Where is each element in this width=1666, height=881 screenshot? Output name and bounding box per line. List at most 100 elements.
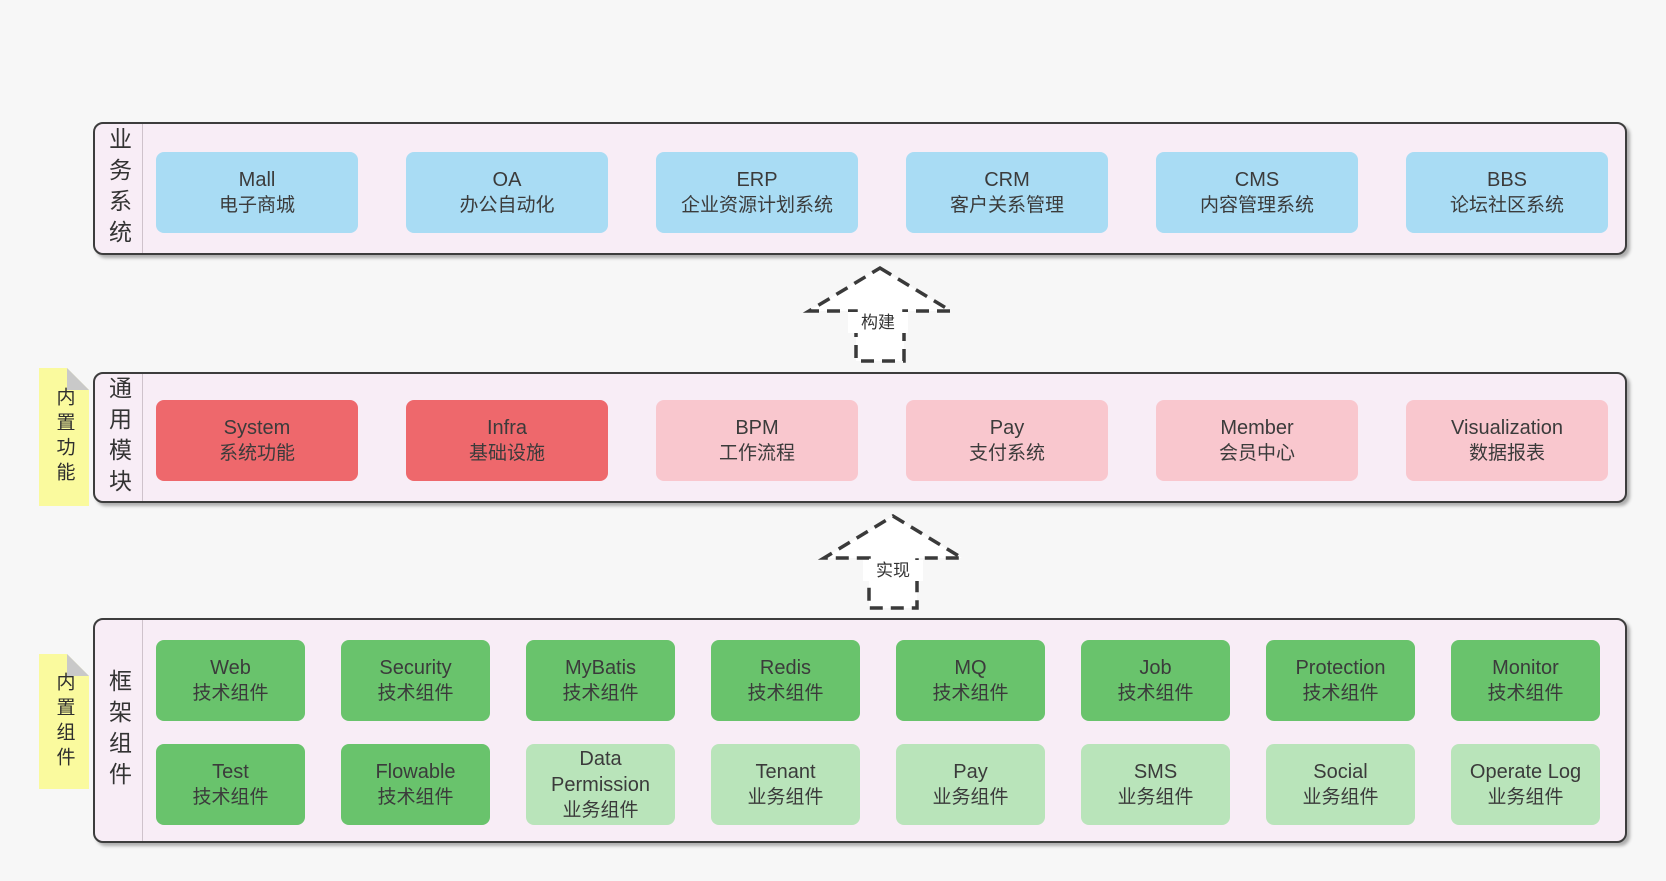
box-row: Mall 电子商城 OA 办公自动化 ERP 企业资源计划系统 CRM 客户关系… xyxy=(95,152,1625,233)
box-subtitle: 支付系统 xyxy=(968,442,1045,464)
box-title: BBS xyxy=(1486,168,1528,191)
box-title: Monitor xyxy=(1492,656,1559,679)
label-divider xyxy=(142,374,143,501)
box-subtitle: 技术组件 xyxy=(1117,682,1194,704)
box-title: Redis xyxy=(759,656,812,679)
box-subtitle: 工作流程 xyxy=(718,442,795,464)
box-oa: OA 办公自动化 xyxy=(406,152,608,233)
box-title: OA xyxy=(492,168,522,191)
box-title: Pay xyxy=(989,416,1025,439)
box-title: Infra xyxy=(486,416,528,439)
box-test: Test 技术组件 xyxy=(156,744,305,825)
box-mybatis: MyBatis 技术组件 xyxy=(526,640,675,721)
box-title: Mall xyxy=(238,168,276,191)
box-row: System 系统功能 Infra 基础设施 BPM 工作流程 Pay 支付系统… xyxy=(95,400,1625,481)
box-operate-log: Operate Log 业务组件 xyxy=(1451,744,1600,825)
label-divider xyxy=(142,124,143,253)
layer-label-column: 业务系统 xyxy=(95,124,142,253)
box-erp: ERP 企业资源计划系统 xyxy=(656,152,858,233)
layer-label: 业务系统 xyxy=(105,126,132,251)
box-mq: MQ 技术组件 xyxy=(896,640,1045,721)
box-title: Security xyxy=(379,656,452,679)
box-monitor: Monitor 技术组件 xyxy=(1451,640,1600,721)
box-title: Protection xyxy=(1295,656,1386,679)
box-subtitle: 技术组件 xyxy=(562,682,639,704)
box-mall: Mall 电子商城 xyxy=(156,152,358,233)
box-pay: Pay 支付系统 xyxy=(906,400,1108,481)
box-subtitle: 基础设施 xyxy=(468,442,545,464)
box-title: Data Permission xyxy=(551,747,650,796)
box-subtitle: 技术组件 xyxy=(932,682,1009,704)
box-subtitle: 会员中心 xyxy=(1218,442,1295,464)
layer-label: 通用模块 xyxy=(105,375,132,500)
box-pay-business: Pay 业务组件 xyxy=(896,744,1045,825)
box-row: Test 技术组件 Flowable 技术组件 Data Permission … xyxy=(95,744,1625,825)
box-security: Security 技术组件 xyxy=(341,640,490,721)
box-web: Web 技术组件 xyxy=(156,640,305,721)
box-subtitle: 技术组件 xyxy=(377,786,454,808)
label-divider xyxy=(142,620,143,841)
note-built-in-features: 内置功能 xyxy=(39,368,89,506)
box-title: MQ xyxy=(954,656,987,679)
layer-label: 框架组件 xyxy=(105,668,132,793)
box-subtitle: 业务组件 xyxy=(747,786,824,808)
box-title: Visualization xyxy=(1451,416,1563,439)
box-row: Web 技术组件 Security 技术组件 MyBatis 技术组件 Redi… xyxy=(95,640,1625,721)
box-subtitle: 业务组件 xyxy=(932,786,1009,808)
box-subtitle: 业务组件 xyxy=(1487,786,1564,808)
box-protection: Protection 技术组件 xyxy=(1266,640,1415,721)
box-subtitle: 业务组件 xyxy=(1302,786,1379,808)
box-subtitle: 技术组件 xyxy=(747,682,824,704)
arrow-build-label: 构建 xyxy=(848,312,908,333)
box-member: Member 会员中心 xyxy=(1156,400,1358,481)
layer-label-column: 框架组件 xyxy=(95,620,142,841)
box-subtitle: 论坛社区系统 xyxy=(1449,194,1564,216)
box-subtitle: 技术组件 xyxy=(1487,682,1564,704)
box-title: Operate Log xyxy=(1469,760,1582,783)
box-title: MyBatis xyxy=(564,656,637,679)
box-title: BPM xyxy=(735,416,779,439)
note-fold-corner-icon xyxy=(67,368,89,390)
box-crm: CRM 客户关系管理 xyxy=(906,152,1108,233)
box-title: SMS xyxy=(1133,760,1178,783)
box-tenant: Tenant 业务组件 xyxy=(711,744,860,825)
box-sms: SMS 业务组件 xyxy=(1081,744,1230,825)
layer-business-systems: 业务系统 Mall 电子商城 OA 办公自动化 ERP 企业资源计划系统 CRM… xyxy=(93,122,1627,255)
box-subtitle: 业务组件 xyxy=(562,799,639,821)
note-built-in-components: 内置组件 xyxy=(39,654,89,789)
box-infra: Infra 基础设施 xyxy=(406,400,608,481)
layer-common-modules: 通用模块 System 系统功能 Infra 基础设施 BPM 工作流程 Pay… xyxy=(93,372,1627,503)
box-title: Member xyxy=(1220,416,1294,439)
arrow-implement-label: 实现 xyxy=(863,560,923,581)
box-subtitle: 技术组件 xyxy=(1302,682,1379,704)
box-data-permission: Data Permission 业务组件 xyxy=(526,744,675,825)
box-title: Pay xyxy=(953,760,988,783)
layer-framework-components: 框架组件 Web 技术组件 Security 技术组件 MyBatis 技术组件… xyxy=(93,618,1627,843)
box-visualization: Visualization 数据报表 xyxy=(1406,400,1608,481)
box-subtitle: 技术组件 xyxy=(192,682,269,704)
box-title: CMS xyxy=(1234,168,1280,191)
box-cms: CMS 内容管理系统 xyxy=(1156,152,1358,233)
box-title: Web xyxy=(210,656,251,679)
box-subtitle: 内容管理系统 xyxy=(1199,194,1314,216)
note-label: 内置功能 xyxy=(53,387,75,487)
box-subtitle: 技术组件 xyxy=(377,682,454,704)
box-title: ERP xyxy=(736,168,778,191)
box-redis: Redis 技术组件 xyxy=(711,640,860,721)
note-fold-corner-icon xyxy=(67,654,89,676)
box-bpm: BPM 工作流程 xyxy=(656,400,858,481)
box-subtitle: 系统功能 xyxy=(218,442,295,464)
box-system: System 系统功能 xyxy=(156,400,358,481)
box-bbs: BBS 论坛社区系统 xyxy=(1406,152,1608,233)
box-subtitle: 企业资源计划系统 xyxy=(680,194,833,216)
box-flowable: Flowable 技术组件 xyxy=(341,744,490,825)
layer-label-column: 通用模块 xyxy=(95,374,142,501)
box-subtitle: 数据报表 xyxy=(1468,442,1545,464)
box-subtitle: 电子商城 xyxy=(218,194,295,216)
box-title: System xyxy=(223,416,291,439)
box-subtitle: 技术组件 xyxy=(192,786,269,808)
box-title: Tenant xyxy=(755,760,816,783)
box-job: Job 技术组件 xyxy=(1081,640,1230,721)
box-subtitle: 业务组件 xyxy=(1117,786,1194,808)
